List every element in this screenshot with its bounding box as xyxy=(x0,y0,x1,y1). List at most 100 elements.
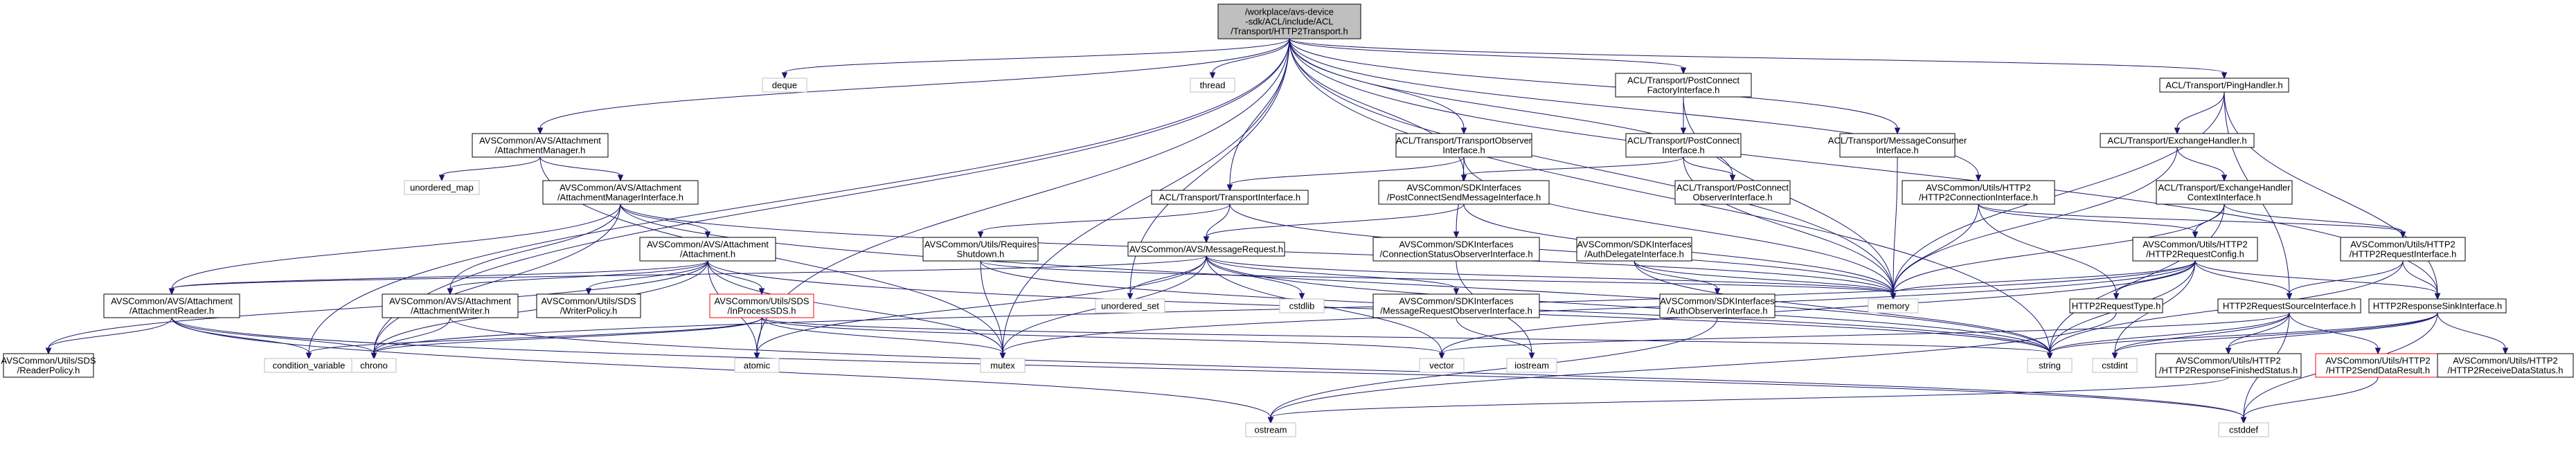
node-box xyxy=(639,237,776,262)
node-avscommon-avs-attachment-attachmentmanager-h[interactable]: AVSCommon/AVS/Attachment/AttachmentManag… xyxy=(472,133,609,158)
node-avscommon-utils-sds-readerpolicy-h[interactable]: AVSCommon/Utils/SDS/ReaderPolicy.h xyxy=(1,353,96,378)
edge-line xyxy=(2049,312,2290,354)
node-box xyxy=(2437,353,2574,378)
node-acl-transport-postconnectfactoryinterface-h[interactable]: ACL/Transport/PostConnectFactoryInterfac… xyxy=(1615,73,1752,98)
node-box xyxy=(2156,180,2293,205)
node-box xyxy=(1868,298,1919,314)
edge-line xyxy=(1289,38,2050,354)
edge-adi-to-aoi xyxy=(1634,260,1721,296)
node-http2requestsourceinterface-h[interactable]: HTTP2RequestSourceInterface.h xyxy=(2217,298,2361,314)
node-avscommon-avs-attachment-attachmentmanagerinterface-h[interactable]: AVSCommon/AVS/Attachment/AttachmentManag… xyxy=(542,180,699,205)
node-atomic: atomic xyxy=(734,358,780,373)
node-box xyxy=(2217,298,2361,314)
node-acl-transport-exchangehandler-h[interactable]: ACL/Transport/ExchangeHandler.h xyxy=(2100,133,2255,148)
node-avscommon-utils-http2-http2responsefinishedstatus-h[interactable]: AVSCommon/Utils/HTTP2/HTTP2ResponseFinis… xyxy=(2155,353,2302,378)
edge-arrowhead xyxy=(977,231,984,239)
node-avscommon-utils-sds-inprocesssds-h[interactable]: AVSCommon/Utils/SDS/InProcessSDS.h xyxy=(709,293,814,318)
edge-arrowhead xyxy=(1267,417,1274,424)
edge-arrowhead xyxy=(537,127,544,135)
edge-line xyxy=(2194,260,2438,294)
edge-line xyxy=(588,260,708,289)
edge-line xyxy=(1289,38,1465,129)
node-avscommon-utils-http2-http2requestinterface-h[interactable]: AVSCommon/Utils/HTTP2/HTTP2RequestInterf… xyxy=(2340,237,2466,262)
node-box xyxy=(1395,133,1532,158)
node-label-line: cstddef xyxy=(2229,425,2258,435)
node-avscommon-avs-attachment-attachmentreader-h[interactable]: AVSCommon/AVS/Attachment/AttachmentReade… xyxy=(103,293,240,318)
node-avscommon-avs-attachment-attachment-h[interactable]: AVSCommon/AVS/Attachment/Attachment.h xyxy=(639,237,776,262)
edge-msgreq-to-uset xyxy=(1127,255,1207,300)
node-label-line: AVSCommon/Utils/SDS xyxy=(1,356,96,366)
node-layer: /workplace/avs-device-sdk/ACL/include/AC… xyxy=(1,3,2574,437)
edge-h2rfs-to-ostream xyxy=(1267,376,2229,424)
node-avscommon-avs-attachment-attachmentwriter-h[interactable]: AVSCommon/AVS/Attachment/AttachmentWrite… xyxy=(382,293,519,318)
node-acl-transport-pinghandler-h[interactable]: ACL/Transport/PingHandler.h xyxy=(2159,78,2289,93)
edge-root-to-deque xyxy=(781,38,1290,80)
node-workplace-avs-device-sdk-acl-include-acl-transport-http2transport-h[interactable]: /workplace/avs-device-sdk/ACL/include/AC… xyxy=(1217,3,1361,39)
node-avscommon-utils-http2-http2requestconfig-h[interactable]: AVSCommon/Utils/HTTP2/HTTP2RequestConfig… xyxy=(2132,237,2258,262)
edge-h2rc-to-h2rski xyxy=(2194,260,2441,300)
node-avscommon-avs-messagerequest-h[interactable]: AVSCommon/AVS/MessageRequest.h xyxy=(1127,242,1285,257)
edge-line xyxy=(756,38,1290,354)
edge-arrowhead xyxy=(1460,174,1467,182)
edge-root-to-mci xyxy=(1289,38,1901,135)
edge-msgreq-to-atomic xyxy=(753,255,1207,360)
edge-line xyxy=(1002,260,2196,354)
node-mutex: mutex xyxy=(980,358,1026,373)
edge-arrowhead xyxy=(45,347,52,355)
node-avscommon-sdkinterfaces-messagerequestobserverinterface-h[interactable]: AVSCommon/SDKInterfaces/MessageRequestOb… xyxy=(1372,293,1540,318)
node-avscommon-sdkinterfaces-authobserverinterface-h[interactable]: AVSCommon/SDKInterfaces/AuthObserverInte… xyxy=(1659,293,1776,318)
node-avscommon-utils-http2-http2receivedatastatus-h[interactable]: AVSCommon/Utils/HTTP2/HTTP2ReceiveDataSt… xyxy=(2437,353,2574,378)
node-box xyxy=(2027,358,2073,373)
node-http2requesttype-h[interactable]: HTTP2RequestType.h xyxy=(2069,298,2163,314)
node-box xyxy=(2159,78,2289,93)
node-label-line: ObserverInterface.h xyxy=(1693,192,1773,203)
node-avscommon-sdkinterfaces-postconnectsendmessageinterface-h[interactable]: AVSCommon/SDKInterfaces/PostConnectSendM… xyxy=(1378,180,1550,205)
edge-arrowhead xyxy=(1298,293,1305,300)
node-label-line: /AuthDelegateInterface.h xyxy=(1584,249,1684,260)
node-box xyxy=(382,293,519,318)
node-acl-transport-transportinterface-h[interactable]: ACL/Transport/TransportInterface.h xyxy=(1151,190,1309,205)
node-label-line: AVSCommon/SDKInterfaces xyxy=(1577,239,1692,250)
node-avscommon-sdkinterfaces-connectionstatusobserverinterface-h[interactable]: AVSCommon/SDKInterfaces/ConnectionStatus… xyxy=(1372,237,1540,262)
node-label-line: ACL/Transport/ExchangeHandler.h xyxy=(2107,136,2246,146)
node-avscommon-utils-http2-http2senddataresult-h[interactable]: AVSCommon/Utils/HTTP2/HTTP2SendDataResul… xyxy=(2315,353,2441,378)
edge-rsi-to-memory xyxy=(980,260,1897,300)
node-avscommon-sdkinterfaces-authdelegateinterface-h[interactable]: AVSCommon/SDKInterfaces/AuthDelegateInte… xyxy=(1576,237,1692,262)
edge-line xyxy=(1893,91,2225,294)
node-label-line: AVSCommon/AVS/Attachment xyxy=(647,239,769,250)
edge-line xyxy=(1634,260,1718,289)
edge-arrowhead xyxy=(753,352,760,360)
edge-att-to-ar xyxy=(168,260,708,296)
edge-line xyxy=(1634,260,1894,294)
node-label-line: /AttachmentManagerInterface.h xyxy=(557,192,683,203)
node-label-line: memory xyxy=(1877,301,1910,311)
edge-h2ri-to-h2rsi xyxy=(2286,260,2404,300)
edge-arrowhead xyxy=(2111,352,2118,360)
edge-line xyxy=(171,255,1207,289)
edge-arrowhead xyxy=(2221,174,2228,182)
edge-arrowhead xyxy=(168,288,175,296)
node-label-line: AVSCommon/SDKInterfaces xyxy=(1660,296,1775,307)
edge-line xyxy=(2224,203,2404,233)
edge-line xyxy=(1289,38,1898,129)
node-acl-transport-transportobserverinterface-h[interactable]: ACL/Transport/TransportObserverInterface… xyxy=(1395,133,1532,158)
edge-arrowhead xyxy=(1453,288,1460,296)
edge-line xyxy=(2114,312,2438,354)
edge-root-to-ti xyxy=(1226,38,1290,192)
node-acl-transport-postconnectobserverinterface-h[interactable]: ACL/Transport/PostConnectObserverInterfa… xyxy=(1674,180,1791,205)
node-avscommon-utils-sds-writerpolicy-h[interactable]: AVSCommon/Utils/SDS/WriterPolicy.h xyxy=(536,293,641,318)
edge-arrowhead xyxy=(2399,231,2406,239)
edge-line xyxy=(1270,376,2229,418)
node-acl-transport-exchangehandlercontextinterface-h[interactable]: ACL/Transport/ExchangeHandlerContextInte… xyxy=(2156,180,2293,205)
edge-am-to-ami xyxy=(539,156,624,182)
node-label-line: /ConnectionStatusObserverInterface.h xyxy=(1379,249,1532,260)
edge-line xyxy=(2289,312,2379,349)
edge-arrowhead xyxy=(1226,184,1233,192)
node-http2responsesinkinterface-h[interactable]: HTTP2ResponseSinkInterface.h xyxy=(2368,298,2507,314)
node-avscommon-utils-http2-http2connectioninterface-h[interactable]: AVSCommon/Utils/HTTP2/HTTP2ConnectionInt… xyxy=(1902,180,2055,205)
node-box xyxy=(709,293,814,318)
node-label-line: atomic xyxy=(744,361,771,371)
